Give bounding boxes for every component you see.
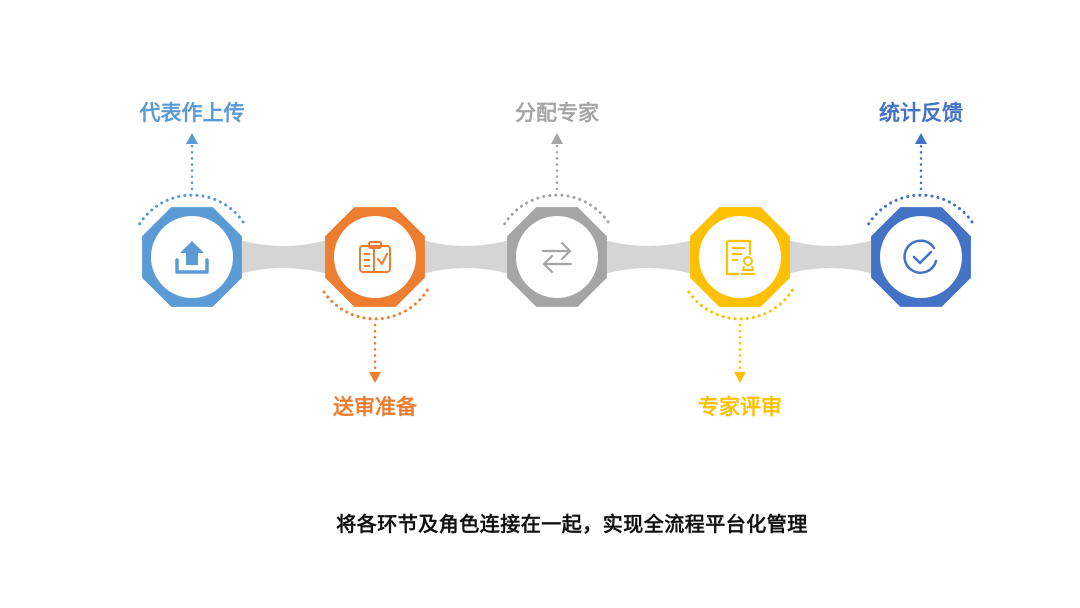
dotted-arc-1 — [138, 193, 246, 226]
step-label-5: 统计反馈 — [879, 101, 963, 125]
arrowhead-5 — [915, 133, 927, 144]
step-node-3 — [503, 133, 611, 307]
step-node-4 — [686, 207, 794, 383]
summary-caption: 将各环节及角色连接在一起，实现全流程平台化管理 — [336, 512, 808, 536]
step-node-1 — [138, 133, 246, 307]
step-label-4: 专家评审 — [698, 395, 782, 419]
check-circle-icon — [903, 239, 938, 274]
arrowhead-2 — [369, 372, 381, 383]
connector-2 — [419, 239, 513, 275]
dotted-arc-5 — [867, 193, 975, 226]
connector-1 — [236, 239, 331, 275]
clipboard-check-icon — [359, 241, 391, 273]
connector-3 — [601, 239, 696, 275]
arrowhead-4 — [734, 372, 746, 383]
dotted-arc-2 — [321, 288, 429, 321]
arrowhead-1 — [186, 133, 198, 144]
step-label-2: 送审准备 — [333, 395, 418, 419]
step-node-5 — [867, 133, 975, 307]
dotted-arc-3 — [503, 193, 611, 226]
step-label-3: 分配专家 — [515, 101, 600, 125]
step-inner-circle-4 — [699, 216, 781, 298]
step-inner-circle-3 — [516, 216, 598, 298]
certificate-review-icon — [725, 239, 755, 276]
arrowhead-3 — [551, 133, 563, 144]
upload-icon — [175, 241, 209, 274]
step-label-1: 代表作上传 — [139, 101, 245, 125]
step-inner-circle-5 — [880, 216, 962, 298]
swap-arrows-icon — [541, 241, 573, 274]
dotted-arc-4 — [686, 288, 794, 321]
connector-4 — [784, 239, 877, 275]
step-node-2 — [321, 207, 429, 383]
